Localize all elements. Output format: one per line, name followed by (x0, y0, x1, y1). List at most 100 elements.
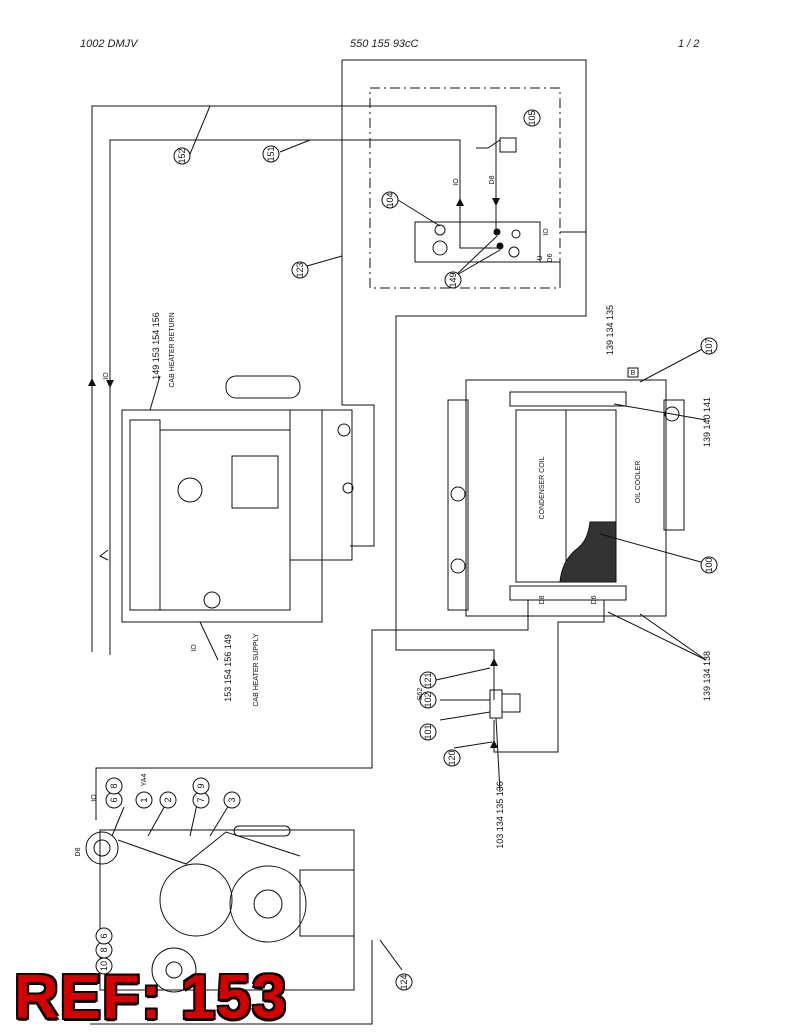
line-label-io-3: IO (103, 372, 110, 380)
valve-port-e (493, 228, 501, 236)
engine-port-2 (337, 423, 351, 437)
valve-port-d (508, 246, 520, 258)
callout-return-group: 149 153 154 156 (151, 312, 161, 380)
leader-2 (147, 801, 168, 837)
leader-152 (189, 105, 211, 155)
leader-100 (599, 533, 709, 565)
leader-valve (495, 717, 501, 793)
leader-124 (379, 939, 403, 971)
line-cooler-to-compressor (95, 600, 529, 820)
callout-121: 121 (423, 672, 433, 687)
valve-switch (476, 139, 501, 149)
cooler-fitting-3 (664, 406, 680, 422)
label-oil-cooler: OIL COOLER (635, 461, 642, 504)
line-label-u-1: U (537, 255, 544, 260)
leader-120 (453, 741, 493, 749)
arrow-return-up (88, 378, 96, 386)
fan-pulley-hub (253, 889, 283, 919)
arrow-drier-up (490, 658, 498, 666)
compressor-clutch-6 (85, 831, 119, 865)
line-label-io-2: IO (543, 228, 550, 236)
engine-nose (99, 549, 109, 561)
cooler-top-tank (509, 391, 627, 407)
compressor-clutch-hub (93, 839, 111, 857)
valve-port-c (511, 229, 521, 239)
leader-149-b (454, 249, 501, 277)
engine-port-1 (203, 591, 221, 609)
callout-139-bot: 139 134 138 (702, 651, 712, 701)
drive-belt (117, 831, 301, 865)
leader-return (149, 375, 161, 411)
valve-block-104 (414, 221, 541, 263)
callout-105: 105 (527, 110, 537, 125)
arrow-valve-down (492, 198, 500, 206)
callout-7: 7 (196, 797, 206, 802)
header-part-number: 550 155 93cC (350, 38, 419, 50)
valve-box-outline (369, 87, 561, 289)
engine-filter (177, 477, 203, 503)
line-cooler-to-drier (493, 600, 605, 753)
callout-102: 102 (423, 692, 433, 707)
callout-120: 120 (447, 750, 457, 765)
callout-1: 1 (139, 797, 149, 802)
label-box-b: B (631, 370, 636, 377)
leader-107 (639, 345, 709, 383)
leader-121 (435, 667, 491, 681)
leader-139-bot-a (639, 613, 707, 661)
leader-101 (439, 711, 491, 721)
line-124 (90, 940, 373, 1025)
engine-pulley (225, 375, 301, 399)
valve-port-f (496, 242, 504, 250)
engine-port-3 (342, 482, 354, 494)
valve-port-b (432, 240, 448, 256)
leader-supply (199, 621, 219, 661)
drier-body (489, 689, 503, 719)
label-cab-heater-return: CAB HEATER RETURN (169, 312, 176, 387)
valve-port-a (434, 224, 446, 236)
line-label-d6-1: D6 (547, 253, 554, 262)
callout-6b: 6 (99, 933, 109, 938)
line-123 (341, 256, 375, 547)
callout-124: 124 (399, 974, 409, 989)
callout-8b: 8 (99, 947, 109, 952)
callout-104: 104 (385, 192, 395, 207)
lower-pulley-hub (165, 961, 183, 979)
callout-152: 152 (177, 148, 187, 163)
callout-101: 101 (423, 724, 433, 739)
callout-supply-group: 153 154 156 149 (223, 634, 233, 702)
callout-9: 9 (196, 783, 206, 788)
cooler-side-left (447, 399, 469, 611)
cooler-frame (465, 379, 667, 617)
cooler-side-right (663, 399, 685, 531)
callout-123: 123 (295, 262, 305, 277)
leader-1 (111, 806, 125, 837)
line-label-d8-3: D8 (75, 847, 82, 856)
line-valve-right (342, 59, 587, 233)
callout-valve-group: 103 134 135 136 (495, 781, 505, 849)
reference-stamp: REF: 153 (14, 963, 288, 1032)
leader-139-bot-b (607, 611, 707, 661)
line-label-io-1: IO (453, 178, 460, 186)
leader-151 (279, 139, 311, 153)
compressor-housing (299, 869, 355, 937)
compressor-bracket (233, 825, 291, 837)
line-valve-outlet (516, 261, 561, 288)
header-model: 1002 DMJV (80, 38, 138, 50)
leader-149-a (454, 235, 498, 277)
engine-bell-housing (289, 409, 353, 561)
engine-side (159, 429, 291, 611)
fan-pulley (229, 865, 307, 943)
leader-139-mid (613, 403, 707, 421)
arrow-return-down (106, 380, 114, 388)
crank-pulley (159, 863, 233, 937)
callout-100: 100 (704, 557, 714, 572)
engine-oil-filter (231, 455, 279, 509)
label-ya4: YA4 (141, 774, 148, 787)
engine-front-cover (129, 419, 161, 611)
callout-3: 3 (227, 797, 237, 802)
cooler-bottom-tank (509, 585, 627, 601)
cooler-fitting-1 (450, 486, 466, 502)
line-label-io-4: IO (191, 644, 198, 652)
callout-107: 107 (704, 338, 714, 353)
